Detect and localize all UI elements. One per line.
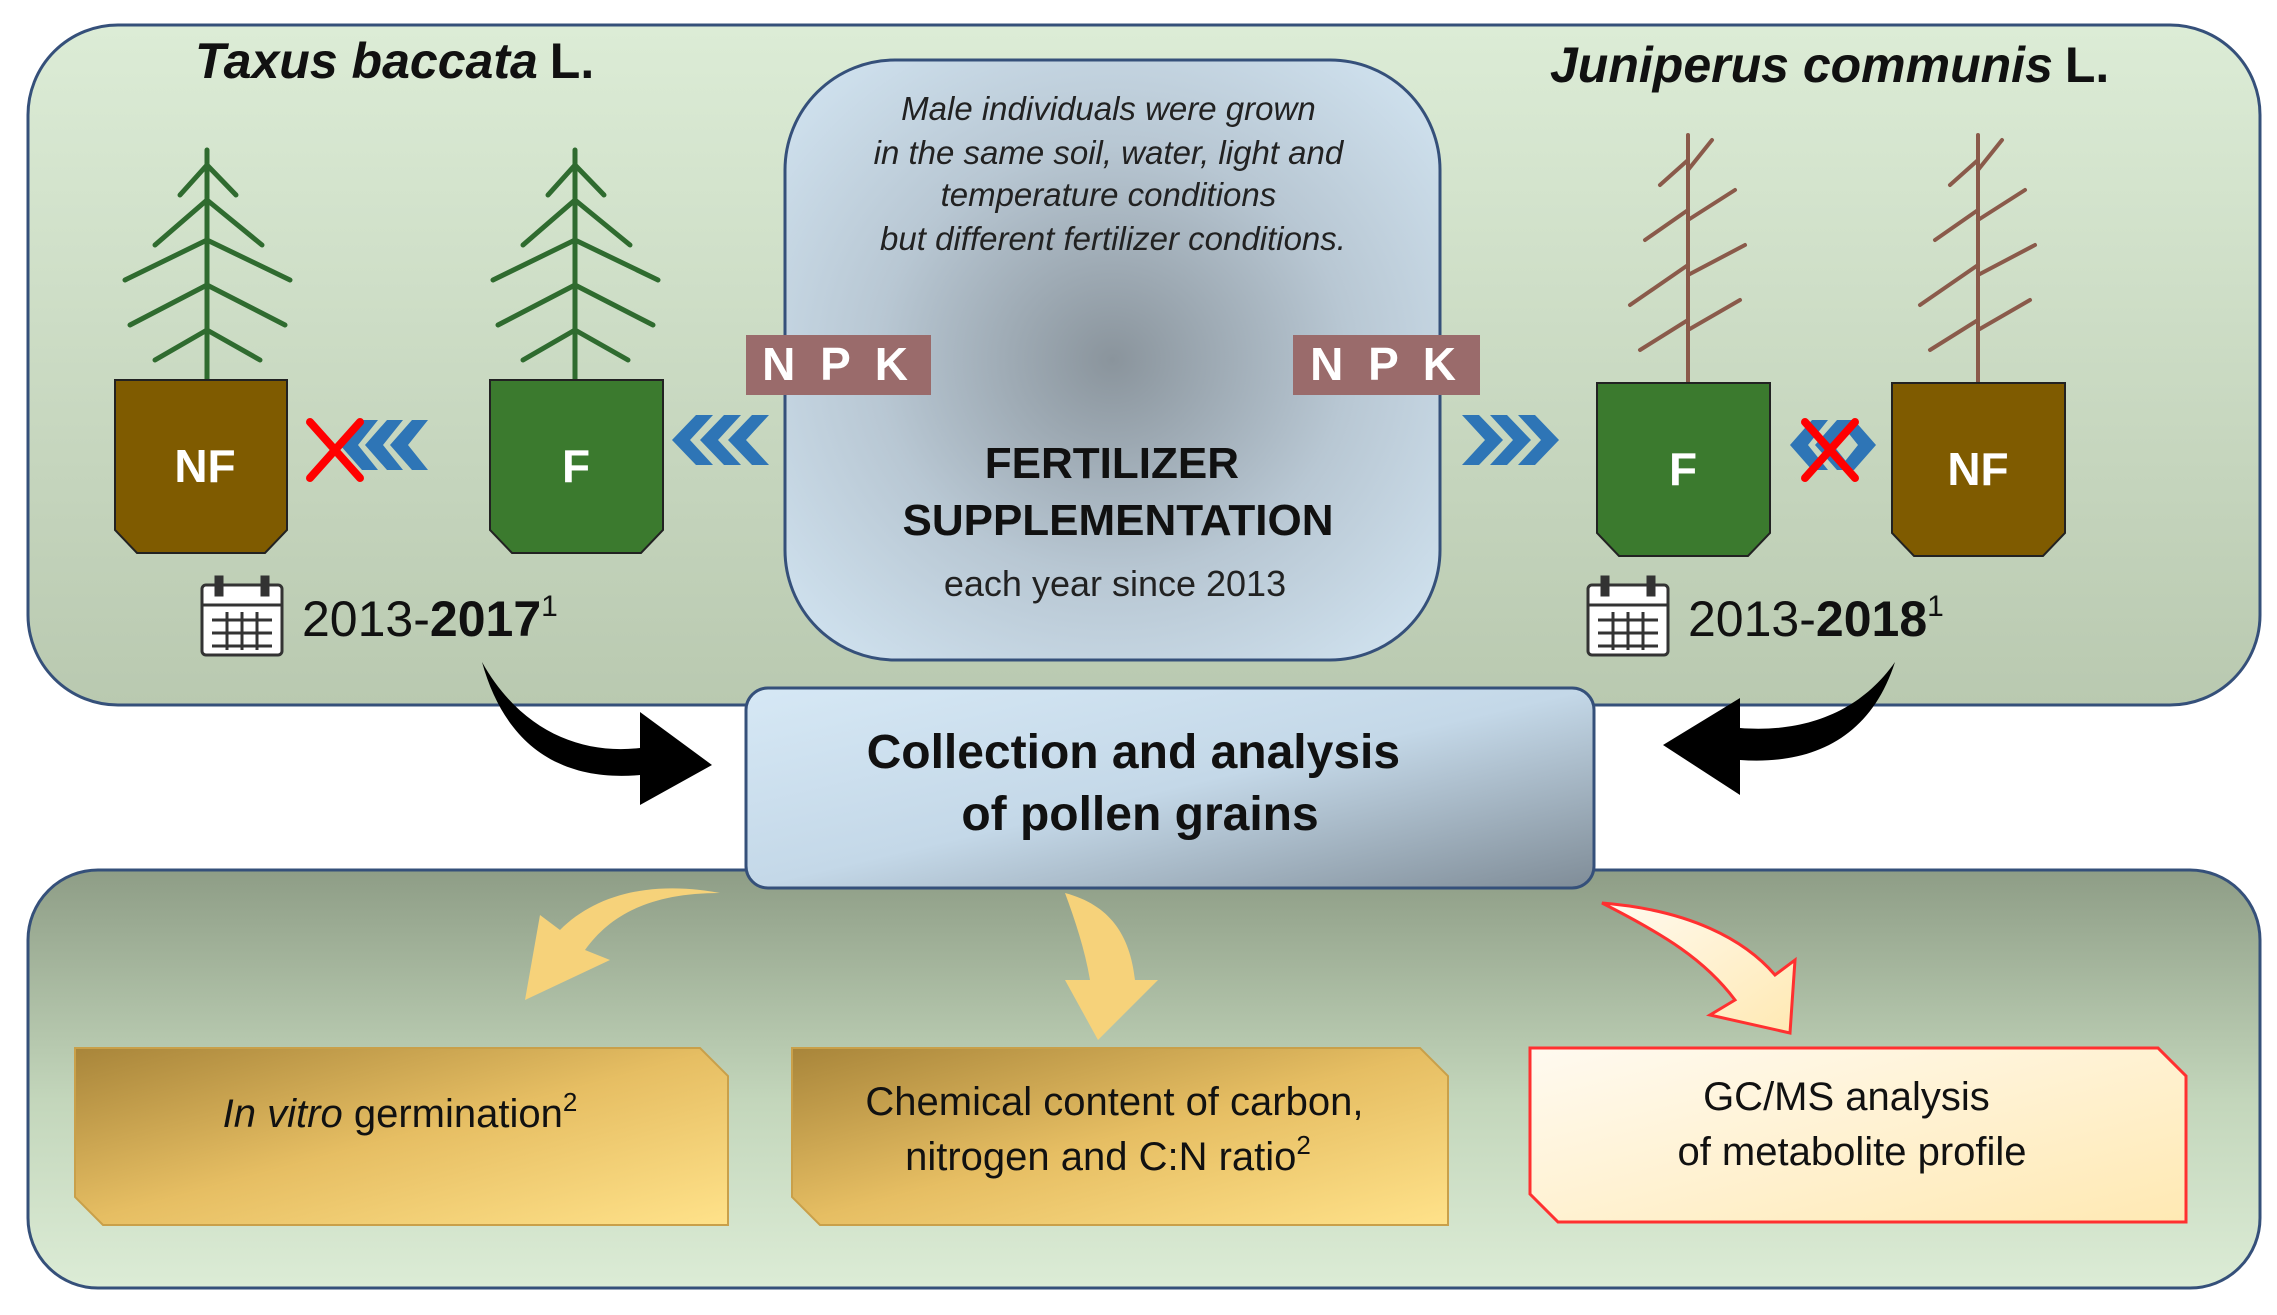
arrow-to-chemical <box>1065 893 1158 1040</box>
pot-label-f: F <box>1669 443 1697 495</box>
taxus-tree-nf <box>122 147 293 383</box>
fertilizer-title: FERTILIZER SUPPLEMENTATION <box>902 439 1333 545</box>
taxus-tree-f <box>490 147 661 383</box>
pot-label-nf: NF <box>174 440 235 492</box>
npk-label: N P K <box>762 338 914 390</box>
calendar-icon <box>200 575 284 657</box>
pot-label-f: F <box>562 440 590 492</box>
cross-icon <box>1801 418 1859 482</box>
germination-label: In vitro germination2 <box>223 1087 578 1136</box>
gcms-box: GC/MS analysis of metabolite profile <box>1528 1046 2188 1224</box>
arrow-to-germination <box>525 888 720 1000</box>
years-right: 2013-20181 <box>1688 590 1944 647</box>
fertilizer-subtitle: each year since 2013 <box>944 563 1286 604</box>
arrow-left-to-collection <box>482 662 712 805</box>
juniperus-tree-nf <box>1918 133 2037 387</box>
years-left: 2013-20171 <box>302 590 558 647</box>
pot-juniperus-f: F <box>1596 382 1771 557</box>
chevrons-left-crossed <box>340 420 428 470</box>
chemical-label: Chemical content of carbon, nitrogen and… <box>865 1080 1374 1179</box>
pot-taxus-nf: NF <box>114 379 288 554</box>
npk-label: N P K <box>1310 338 1462 390</box>
arrow-right-to-collection <box>1663 662 1895 795</box>
chevrons-npk-right <box>1462 415 1559 465</box>
collection-title: Collection and analysis of pollen grains <box>867 726 1414 841</box>
pot-juniperus-nf: NF <box>1891 382 2066 557</box>
gcms-label: GC/MS analysis of metabolite profile <box>1677 1075 2026 1174</box>
arrow-to-gcms <box>1601 901 1797 1035</box>
chemical-box: Chemical content of carbon, nitrogen and… <box>791 1047 1449 1226</box>
chevrons-npk-left <box>672 415 769 465</box>
germination-box: In vitro germination2 <box>74 1047 729 1226</box>
npk-badge-left: N P K <box>746 335 931 395</box>
juniperus-tree-f <box>1628 133 1747 387</box>
npk-badge-right: N P K <box>1293 335 1480 395</box>
cross-icon <box>306 418 364 482</box>
collection-box <box>744 686 1596 890</box>
pot-taxus-f: F <box>489 379 664 554</box>
pot-label-nf: NF <box>1947 443 2008 495</box>
fertilizer-note: Male individuals were grown in the same … <box>874 90 1353 257</box>
calendar-icon <box>1586 575 1670 657</box>
